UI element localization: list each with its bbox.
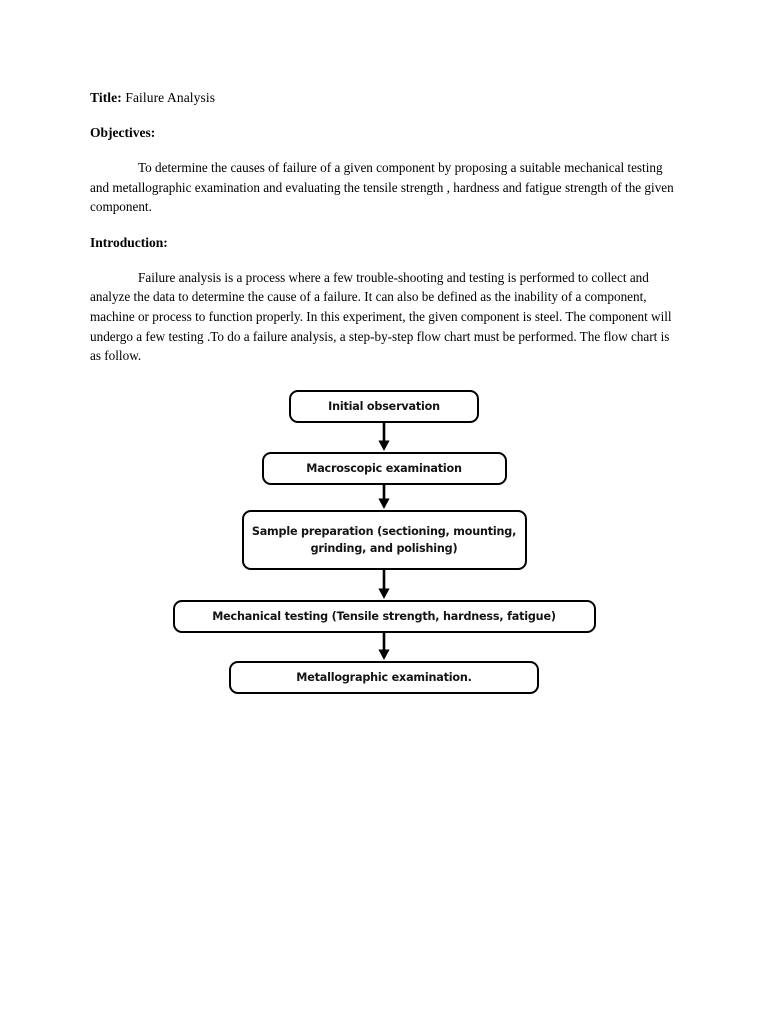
flowchart-step-row-4: Mechanical testing (Tensile strength, ha… — [0, 600, 768, 633]
flowchart-arrow-4 — [0, 633, 768, 661]
flowchart-step-row-3: Sample preparation (sectioning, mounting… — [0, 510, 768, 570]
flowchart-box-label: Metallographic examination. — [296, 671, 472, 684]
introduction-paragraph: Failure analysis is a process where a fe… — [90, 269, 672, 364]
flowchart-box-label: Sample preparation (sectioning, mounting… — [251, 525, 517, 555]
flowchart-arrow-3 — [0, 570, 768, 600]
flowchart-arrow-1 — [0, 423, 768, 452]
flowchart-box-label: Macroscopic examination — [306, 462, 462, 475]
flowchart-step-row-2: Macroscopic examination — [0, 452, 768, 485]
objectives-paragraph: To determine the causes of failure of a … — [90, 160, 674, 215]
flowchart-box-metallographic-examination[interactable]: Metallographic examination. — [229, 661, 539, 694]
title-line: Title: Failure Analysis — [90, 88, 678, 107]
failure-analysis-flowchart: Initial observation Macroscopic examinat… — [0, 390, 768, 700]
document-text-body: Title: Failure Analysis Objectives: To d… — [90, 88, 678, 366]
title-label: Title: — [90, 90, 122, 105]
flowchart-box-mechanical-testing[interactable]: Mechanical testing (Tensile strength, ha… — [172, 600, 596, 633]
flowchart-box-label: Mechanical testing (Tensile strength, ha… — [212, 610, 556, 623]
flowchart-step-row-5: Metallographic examination. — [0, 661, 768, 694]
introduction-heading: Introduction: — [90, 234, 168, 250]
flowchart-box-initial-observation[interactable]: Initial observation — [289, 390, 479, 423]
flowchart-box-label: Initial observation — [328, 400, 440, 413]
objectives-heading: Objectives: — [90, 125, 156, 140]
flowchart-step-row-1: Initial observation — [0, 390, 768, 423]
flowchart-arrow-2 — [0, 485, 768, 510]
flowchart-box-sample-preparation[interactable]: Sample preparation (sectioning, mounting… — [241, 510, 527, 570]
flowchart-box-macroscopic-examination[interactable]: Macroscopic examination — [261, 452, 507, 485]
title-value: Failure Analysis — [121, 90, 216, 105]
